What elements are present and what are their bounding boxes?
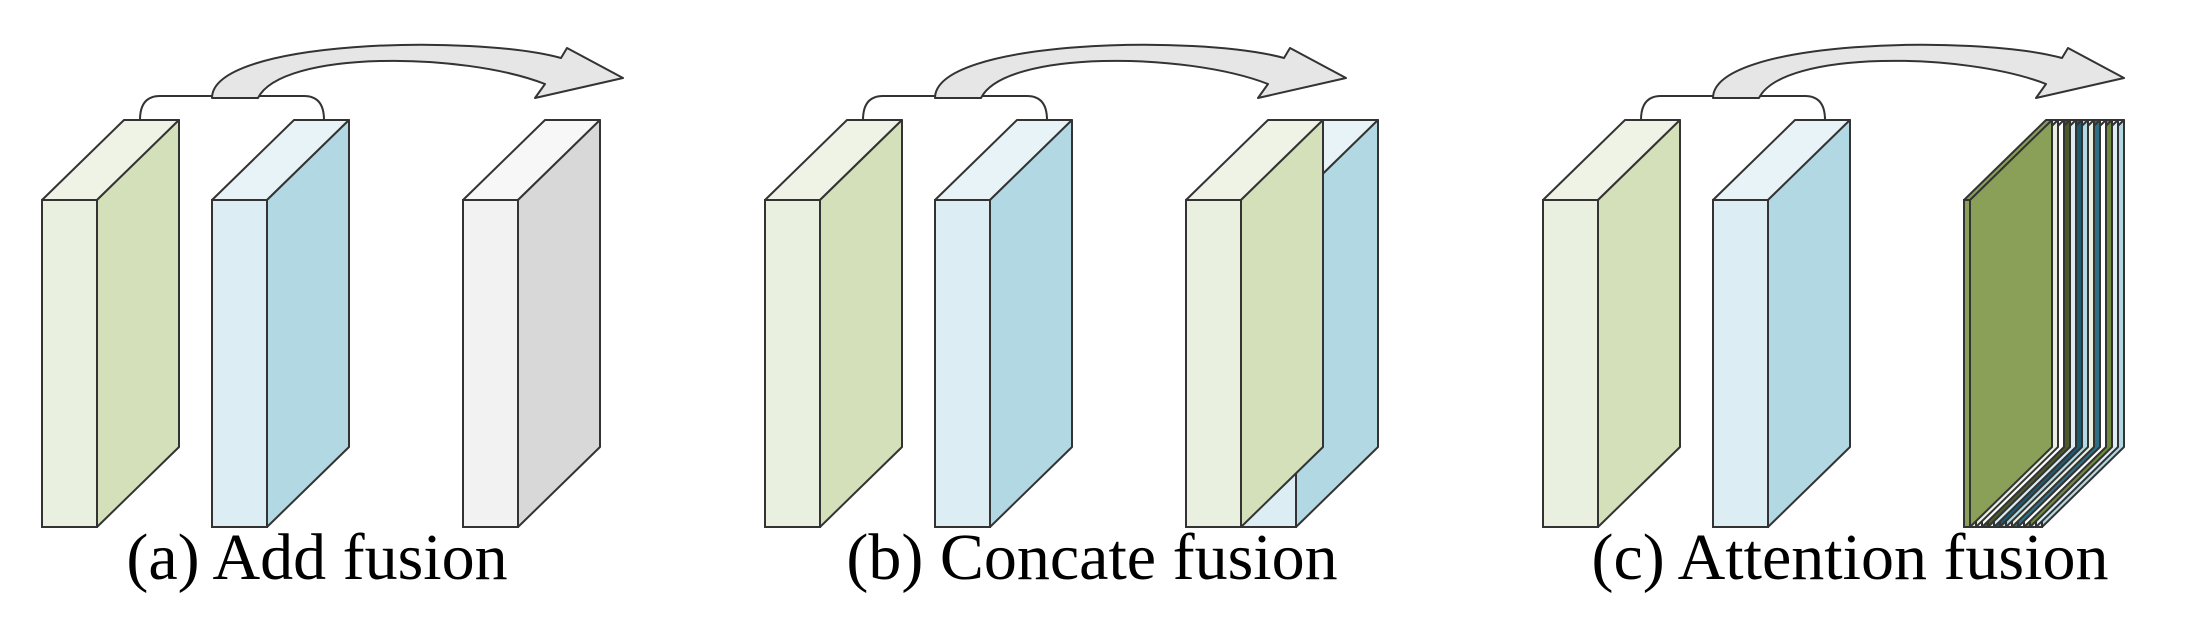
input-slab-blue-b-front xyxy=(934,199,991,528)
output-slab-green-b-front xyxy=(1185,199,1242,528)
arrow-c xyxy=(1712,43,2125,99)
bracket-b xyxy=(862,95,1048,121)
panel-add-fusion xyxy=(41,43,624,528)
arrow-a xyxy=(211,43,624,99)
input-slab-green-a xyxy=(41,119,180,528)
input-slab-blue-c xyxy=(1712,119,1851,528)
panel-concate-fusion xyxy=(764,43,1379,528)
panel-attention-fusion xyxy=(1542,43,2125,528)
input-slab-blue-b xyxy=(934,119,1073,528)
attention-stripe-0-front xyxy=(1963,199,1971,528)
input-slab-green-c-front xyxy=(1542,199,1599,528)
output-slab-gray-a-front xyxy=(462,199,519,528)
bracket-c xyxy=(1640,95,1826,121)
arrow-b xyxy=(934,43,1347,99)
input-slab-green-a-front xyxy=(41,199,98,528)
output-slab-gray-a xyxy=(462,119,601,528)
bracket-a xyxy=(139,95,325,121)
output-slab-green-b xyxy=(1185,119,1324,528)
input-slab-green-c xyxy=(1542,119,1681,528)
caption-add-fusion: (a) Add fusion xyxy=(126,521,508,594)
caption-concate-fusion: (b) Concate fusion xyxy=(846,521,1338,594)
input-slab-green-b-front xyxy=(764,199,821,528)
input-slab-green-b xyxy=(764,119,903,528)
input-slab-blue-a-front xyxy=(211,199,268,528)
input-slab-blue-c-front xyxy=(1712,199,1769,528)
caption-attention-fusion: (c) Attention fusion xyxy=(1591,521,2109,594)
input-slab-blue-a xyxy=(211,119,350,528)
attention-stripe-0 xyxy=(1963,119,2053,528)
